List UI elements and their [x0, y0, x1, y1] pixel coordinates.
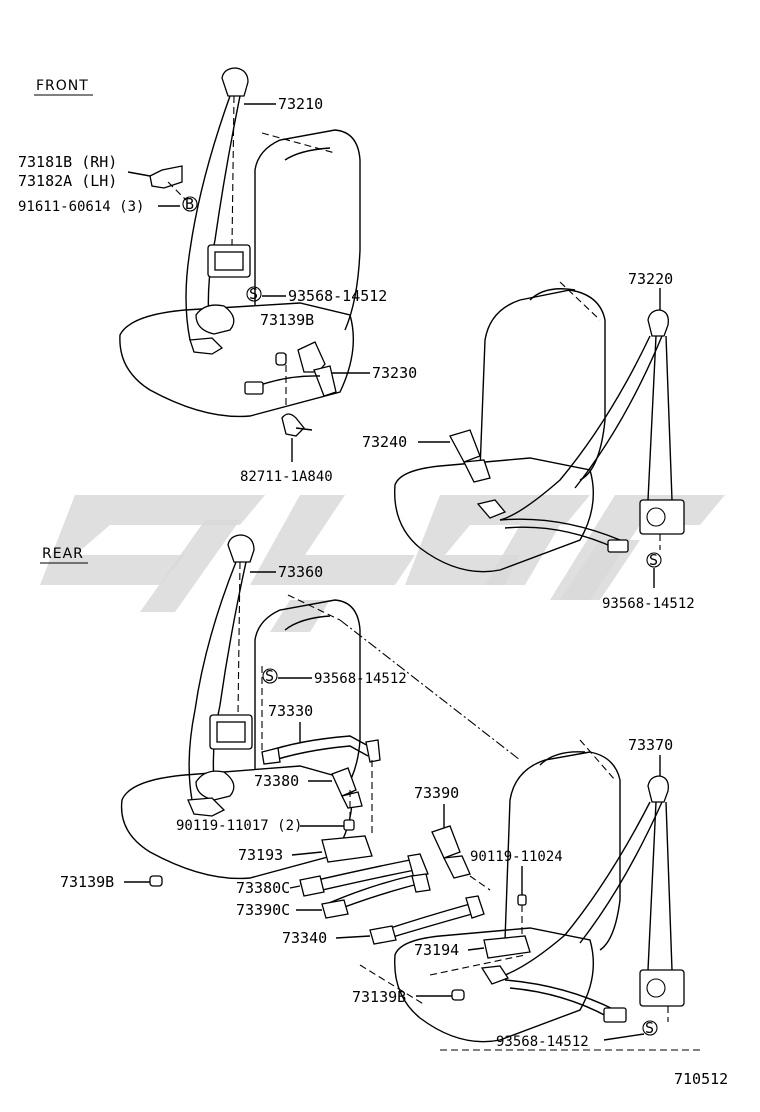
- diagram-code: 710512: [674, 1070, 728, 1088]
- label-73240: 73240: [362, 433, 407, 451]
- front-section-header: FRONT: [34, 78, 93, 96]
- label-90119-11017: 90119-11017 (2): [176, 818, 302, 834]
- front-anchor-bracket: [149, 165, 187, 201]
- front-seat: [119, 129, 361, 418]
- rear-belt-73370: [480, 775, 685, 1023]
- label-73193: 73193: [238, 846, 283, 864]
- label-93568-right: 93568-14512: [602, 596, 695, 612]
- svg-text:S: S: [265, 667, 274, 685]
- label-73182a: 73182A (LH): [18, 172, 117, 190]
- front-title: FRONT: [36, 78, 89, 94]
- rear-belt-73330: [261, 735, 381, 765]
- label-73139b-front: 73139B: [260, 311, 314, 329]
- svg-text:S: S: [249, 285, 258, 303]
- right-seat: [394, 281, 606, 573]
- svg-text:S: S: [649, 551, 658, 569]
- label-73139b-left: 73139B: [60, 873, 114, 891]
- label-73390: 73390: [414, 784, 459, 802]
- label-73380c: 73380C: [236, 879, 290, 897]
- s-marker-icon: [646, 552, 662, 568]
- label-73360: 73360: [278, 563, 323, 581]
- rear-buckle-73380: [331, 767, 363, 809]
- rear-center-belts: [299, 853, 431, 919]
- label-82711: 82711-1A840: [240, 469, 333, 485]
- label-93568-rear: 93568-14512: [314, 671, 407, 687]
- svg-text:B: B: [185, 195, 194, 213]
- rear-cover-73139b-left: [149, 875, 163, 887]
- label-73330: 73330: [268, 702, 313, 720]
- label-73181b: 73181B (RH): [18, 153, 117, 171]
- rear-bracket-73194: [483, 894, 531, 959]
- rear-title: REAR: [42, 546, 84, 562]
- label-73139b-right: 73139B: [352, 988, 406, 1006]
- label-73370: 73370: [628, 736, 673, 754]
- rear-bracket-73193: [321, 760, 373, 863]
- right-belt-73220: [476, 309, 685, 553]
- rear-belt-73360: [187, 534, 255, 817]
- right-labels: 73220 73240 S 93568-14512: [362, 270, 695, 612]
- rear-buckle-73390: [431, 825, 491, 891]
- s-marker-icon: [246, 286, 262, 302]
- rear-belt-73340: [369, 895, 485, 945]
- right-buckle-73240: [449, 429, 491, 483]
- rear-right-seat: [359, 739, 700, 1051]
- label-73230: 73230: [372, 364, 417, 382]
- label-73380: 73380: [254, 772, 299, 790]
- front-belt-73210: [185, 67, 251, 355]
- label-93568-bottom: 93568-14512: [496, 1034, 589, 1050]
- label-73220: 73220: [628, 270, 673, 288]
- rear-section-header: REAR: [40, 546, 88, 564]
- b-marker-icon: [182, 196, 198, 212]
- s-marker-icon: [262, 668, 278, 684]
- rear-labels: 73360 S 93568-14512 73330 73380 90119-11…: [60, 563, 673, 1050]
- label-73210: 73210: [278, 95, 323, 113]
- label-73340: 73340: [282, 929, 327, 947]
- label-90119-11024: 90119-11024: [470, 849, 563, 865]
- front-labels: 73210 73181B (RH) 73182A (LH) 91611-6061…: [18, 95, 417, 485]
- label-93568-front: 93568-14512: [288, 287, 387, 305]
- label-91611: 91611-60614 (3): [18, 199, 144, 215]
- label-73194: 73194: [414, 941, 459, 959]
- svg-text:S: S: [645, 1019, 654, 1037]
- front-buckle-73230: [244, 341, 337, 437]
- s-marker-icon: [642, 1020, 658, 1036]
- front-cover-73139b: [275, 352, 287, 366]
- label-73390c: 73390C: [236, 901, 290, 919]
- rear-cover-73139b-right: [451, 989, 465, 1001]
- rear-left-seat: [120, 594, 521, 880]
